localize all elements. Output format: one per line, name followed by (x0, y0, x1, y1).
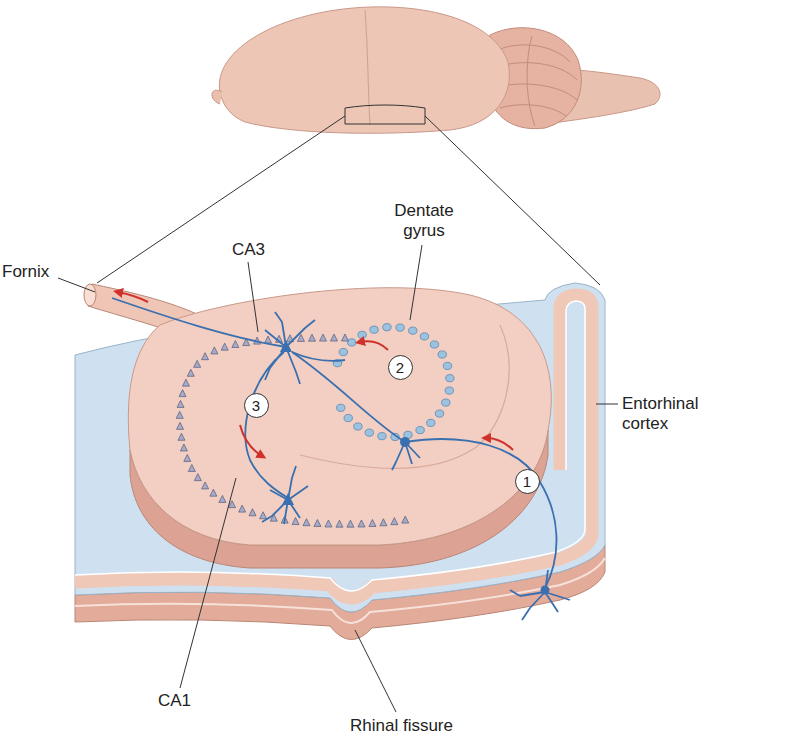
callout-circle: 1 (515, 469, 540, 494)
pyramidal-cell (391, 518, 398, 525)
granule-cell (409, 327, 417, 334)
part-label: Rhinal fissure (350, 716, 453, 736)
part-label: Dentate gyrus (388, 201, 460, 240)
pyramidal-cell (176, 411, 183, 418)
flow-arrows (118, 292, 513, 456)
granule-cell (420, 333, 428, 340)
hippocampus-body (128, 288, 551, 568)
granule-cell (427, 419, 435, 426)
granule-cell (442, 399, 450, 406)
granule-cell (443, 362, 451, 369)
pyramidal-cell (402, 516, 409, 523)
granule-cell (383, 324, 391, 331)
pyramidal-cell (380, 519, 387, 526)
granule-cell (365, 429, 373, 436)
granule-cell (446, 375, 454, 382)
granule-cell (378, 433, 386, 440)
pyramidal-cell (369, 519, 376, 526)
pyramidal-cell (325, 520, 332, 527)
pyramidal-cell (336, 520, 343, 527)
granule-cell (430, 341, 438, 348)
pyramidal-cell (232, 340, 239, 347)
pyramidal-cell (358, 520, 365, 527)
pyramidal-cell (177, 400, 184, 407)
pyramidal-cell (239, 505, 246, 512)
callout-circle: 3 (244, 393, 269, 418)
granule-cell (435, 410, 443, 417)
pyramidal-cell (210, 489, 217, 496)
pyramidal-cell (182, 379, 189, 386)
pyramidal-cell (292, 518, 299, 525)
pyramidal-cell (211, 347, 218, 354)
pyramidal-cell (180, 444, 187, 451)
pyramidal-cell (342, 334, 349, 341)
pyramidal-cell (265, 336, 272, 343)
callout-circle: 2 (388, 355, 413, 380)
callout-number: 1 (523, 474, 531, 489)
neuron-somas (280, 340, 550, 595)
rat-brain (212, 7, 660, 133)
callout-number: 3 (252, 398, 260, 413)
pyramidal-cell (221, 343, 228, 350)
pyramidal-cell (249, 509, 256, 516)
part-label: Fornix (2, 262, 49, 282)
pyramidal-cell (320, 334, 327, 341)
pyramidal-cell (194, 474, 201, 481)
cell-layers (176, 324, 454, 528)
pyramidal-cell (177, 422, 184, 429)
pyramidal-cell (347, 520, 354, 527)
granule-cell (445, 387, 453, 394)
granule-cell (370, 326, 378, 333)
pyramidal-cell (187, 369, 194, 376)
zoom-line (97, 116, 345, 283)
granule-cell (358, 331, 366, 338)
pyramidal-cell (188, 464, 195, 471)
zoom-line (425, 116, 600, 285)
pyramidal-cell (331, 334, 338, 341)
neurons (112, 298, 570, 620)
pyramidal-cell (202, 353, 209, 360)
granule-cell (438, 351, 446, 358)
part-label: CA3 (232, 240, 265, 260)
granule-cell (337, 404, 345, 411)
granule-cell (344, 414, 352, 421)
brain-slice (75, 283, 605, 640)
pyramidal-cell (178, 433, 185, 440)
pyramidal-cell (303, 519, 310, 526)
pyramidal-cell (260, 512, 267, 519)
pyramidal-cell (314, 519, 321, 526)
granule-cell (416, 427, 424, 434)
part-label: CA1 (158, 691, 191, 711)
pyramidal-cell (184, 454, 191, 461)
part-label: Entorhinal cortex (622, 394, 714, 433)
pyramidal-cell (194, 360, 201, 367)
callout-number: 2 (396, 360, 404, 375)
cell-guide (180, 338, 415, 524)
granule-cell (354, 423, 362, 430)
granule-cell (396, 324, 404, 331)
pyramidal-cell (309, 334, 316, 341)
pyramidal-cell (179, 390, 186, 397)
pyramidal-cell (202, 482, 209, 489)
pyramidal-cell (219, 495, 226, 502)
leader-lines (58, 245, 618, 712)
granule-cell (339, 348, 347, 355)
granule-cell (348, 339, 356, 346)
